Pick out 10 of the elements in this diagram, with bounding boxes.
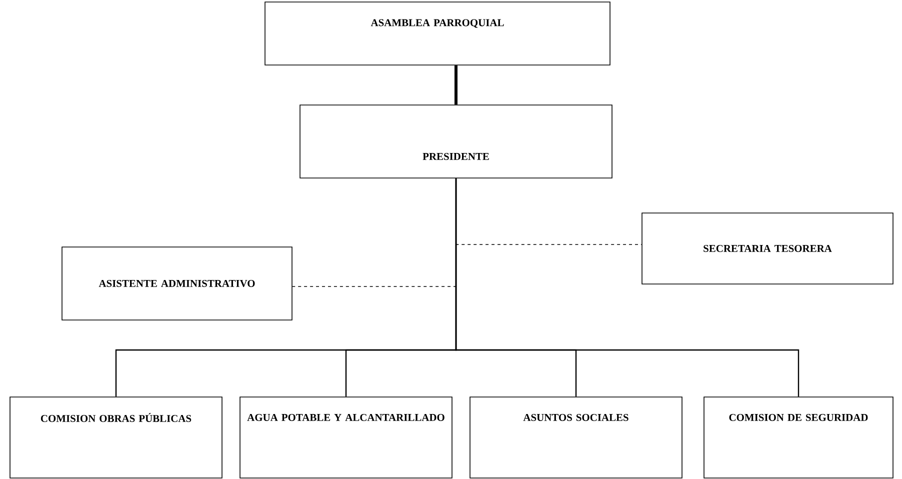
connector-line bbox=[454, 65, 458, 105]
org-box: AGUA POTABLE Y ALCANTARILLADO bbox=[240, 396, 452, 478]
org-box: COMISION DE SEGURIDAD bbox=[704, 396, 894, 478]
connector-line bbox=[455, 178, 800, 397]
org-box: COMISION OBRAS PÚBLICAS bbox=[10, 396, 222, 478]
org-box: ASUNTOS SOCIALES bbox=[470, 396, 682, 478]
org-box: PRESIDENTE bbox=[300, 104, 612, 178]
org-box: SECRETARIA TESORERA bbox=[642, 212, 894, 284]
org-box: ASISTENTE ADMINISTRATIVO bbox=[62, 246, 292, 320]
org-box: ASAMBLEA PARROQUIAL bbox=[264, 2, 610, 66]
